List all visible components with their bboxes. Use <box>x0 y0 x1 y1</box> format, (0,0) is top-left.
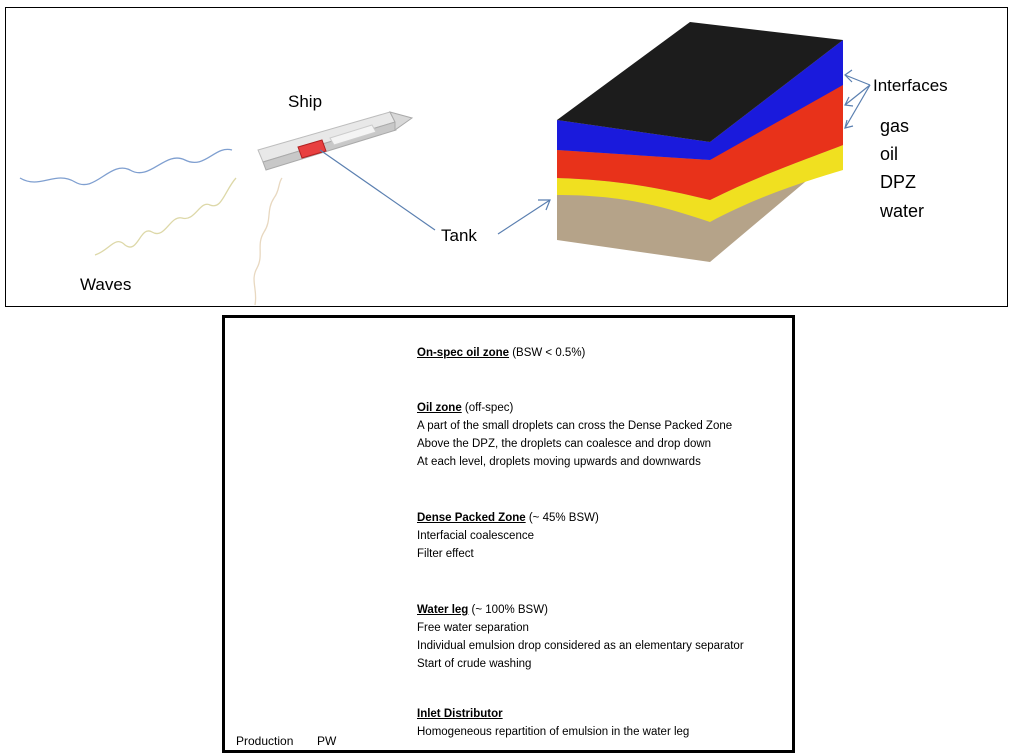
zone-line: Individual emulsion drop considered as a… <box>417 640 744 652</box>
zone-heading: Dense Packed Zone <box>417 512 526 524</box>
zone-heading: Water leg <box>417 604 469 616</box>
layer-label-oil: oil <box>880 144 899 164</box>
zone-dense-packed: Dense Packed Zone (~ 45% BSW) Interfacia… <box>417 512 599 566</box>
zone-line: Filter effect <box>417 548 474 560</box>
ship-to-tank-line <box>319 149 436 231</box>
zone-line: A part of the small droplets can cross t… <box>417 420 733 432</box>
dpz-layer-right <box>710 145 843 222</box>
oil-layer-front <box>557 150 710 200</box>
zone-heading: Oil zone <box>417 402 462 414</box>
dpz-layer-front <box>557 178 710 222</box>
wave-line-blue <box>19 148 233 186</box>
tank-arrow-line <box>497 199 551 235</box>
zone-qualifier: (BSW < 0.5%) <box>509 347 586 359</box>
zone-line: Homogeneous repartition of emulsion in t… <box>417 726 690 738</box>
production-label: Production <box>236 734 294 748</box>
interfaces-label: Interfaces <box>873 76 948 95</box>
wave-line-yellow <box>94 177 237 256</box>
zone-qualifier: (off-spec) <box>461 402 514 414</box>
zone-heading: Inlet Distributor <box>417 708 503 720</box>
gas-layer-right <box>710 40 843 160</box>
zone-line: Above the DPZ, the droplets can coalesce… <box>417 438 712 450</box>
zone-line: Free water separation <box>417 622 529 634</box>
gas-layer-front <box>557 120 710 160</box>
layer-label-dpz: DPZ <box>880 172 916 192</box>
zone-inlet-distributor: Inlet Distributor Homogeneous repartitio… <box>417 708 689 744</box>
zone-line: At each level, droplets moving upwards a… <box>417 456 701 468</box>
ship-illustration <box>257 111 414 171</box>
zone-line: Interfacial coalescence <box>417 530 534 542</box>
zone-on-spec-oil: On-spec oil zone (BSW < 0.5%) <box>417 347 585 359</box>
ship-label: Ship <box>288 92 323 111</box>
size-label-10um: 10 µm <box>282 361 302 368</box>
zone-qualifier: (~ 45% BSW) <box>525 512 599 524</box>
zone-qualifier: (~ 100% BSW) <box>468 604 548 616</box>
tank-lid <box>557 22 843 142</box>
tank-label: Tank <box>441 226 477 245</box>
bottom-panel <box>222 315 795 753</box>
size-label-30um: 30 µm <box>305 506 325 513</box>
tank-box <box>557 22 843 262</box>
pw-label: PW <box>317 734 337 748</box>
layer-label-gas: gas <box>880 116 910 136</box>
size-label-100um: 100 µm <box>268 514 292 521</box>
waves-label: Waves <box>80 275 132 294</box>
size-label-15mm: 15 mm <box>300 649 322 656</box>
zone-line: Start of crude washing <box>417 658 532 670</box>
zone-oil-off-spec: Oil zone (off-spec) A part of the small … <box>417 402 732 474</box>
zone-heading: On-spec oil zone <box>417 347 510 359</box>
layer-label-water: water <box>880 201 925 221</box>
tank-arrowhead <box>538 199 551 211</box>
zone-water-leg: Water leg (~ 100% BSW) Free water separa… <box>417 604 744 676</box>
wave-line-tan <box>253 177 283 306</box>
oil-layer-right <box>710 85 843 200</box>
